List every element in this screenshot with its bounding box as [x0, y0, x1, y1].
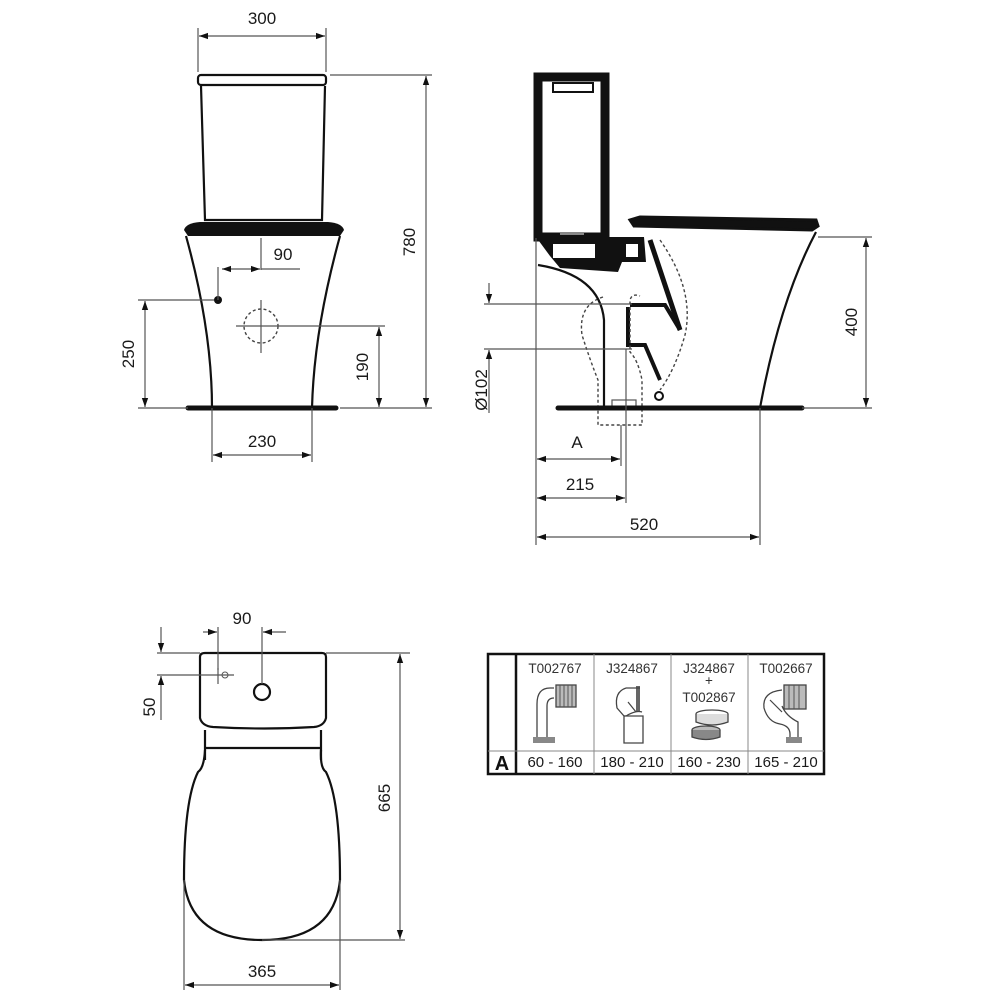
- cistern-body: [199, 85, 327, 222]
- dim-inlet-height: 250: [119, 340, 138, 368]
- dim-outlet-distance: 215: [566, 475, 594, 494]
- cistern-side: [533, 72, 610, 242]
- front-view: 300 780 90 250 190 230: [119, 9, 432, 462]
- dim-seat-height: 400: [842, 308, 861, 336]
- dim-front-width-top: 300: [248, 9, 276, 28]
- table-column: T002767 60 - 160: [527, 661, 582, 771]
- connector-range: 60 - 160: [527, 754, 582, 771]
- table-column: J324867 180 - 210: [600, 661, 663, 771]
- dim-inlet-from-back: 50: [140, 698, 159, 717]
- offset-connector-icon: [615, 686, 644, 744]
- connector-plus: +: [705, 673, 713, 688]
- pan-front-curve: [758, 231, 817, 409]
- dim-top-inlet-offset: 90: [233, 609, 252, 628]
- connector-code: J324867: [606, 661, 658, 676]
- connector-table: A T002767 60 - 160 J324867: [486, 652, 826, 776]
- top-view: 90 50 665 365: [140, 609, 410, 990]
- dim-base-width: 230: [248, 432, 276, 451]
- cistern-base: [184, 222, 344, 236]
- cistern-lid: [196, 73, 328, 87]
- dim-a-label: A: [571, 433, 583, 452]
- dim-outlet-height: 190: [353, 353, 372, 381]
- connector-range: 160 - 230: [677, 754, 740, 771]
- seat-lid: [627, 215, 820, 232]
- dim-total-length: 665: [375, 784, 394, 812]
- connector-code: T002767: [528, 661, 581, 676]
- table-column: J324867 + T002867 160 - 230: [677, 661, 740, 771]
- elbow-connector-icon: [533, 684, 577, 743]
- outlet-hidden-outline: [580, 294, 643, 426]
- cistern-top-outline: [198, 651, 328, 730]
- pedestal-right: [310, 235, 342, 409]
- dim-total-height: 780: [400, 228, 419, 256]
- dim-total-width: 365: [248, 962, 276, 981]
- dim-front-inlet-offset: 90: [274, 245, 293, 264]
- dim-outlet-diameter: Ø102: [472, 369, 491, 411]
- connector-range: 165 - 210: [754, 754, 817, 771]
- dim-total-depth: 520: [630, 515, 658, 534]
- table-row-label: A: [495, 753, 509, 775]
- bowl-outline: [182, 749, 342, 942]
- connector-code: J324867: [683, 661, 735, 676]
- swept-elbow-connector-icon: [763, 684, 807, 743]
- connector-range: 180 - 210: [600, 754, 663, 771]
- trap-hidden-outline: [659, 239, 688, 391]
- table-column: T002667 165 - 210: [754, 661, 817, 771]
- side-view: 400 Ø102 A 215 520: [472, 72, 872, 545]
- connector-code-secondary: T002867: [682, 690, 735, 705]
- connector-code: T002667: [759, 661, 812, 676]
- pedestal-left: [184, 235, 214, 409]
- extension-ring-icon: [691, 709, 729, 741]
- pan-back-curve: [537, 263, 606, 408]
- flush-button: [252, 682, 272, 702]
